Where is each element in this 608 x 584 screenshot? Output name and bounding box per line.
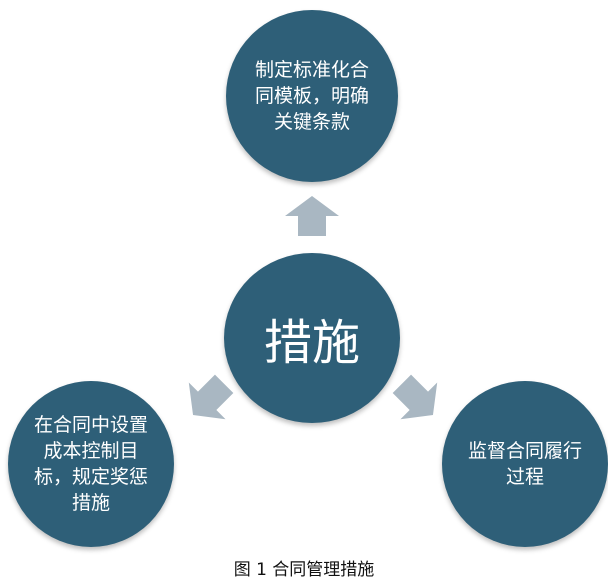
center-node-label: 措施: [263, 315, 360, 371]
arrow-down-left: [188, 374, 234, 420]
top-node: 制定标准化合同模板，明确关键条款: [226, 10, 398, 182]
figure-caption: 图 1 合同管理措施: [233, 560, 375, 580]
right-node: 监督合同履行过程: [442, 381, 608, 547]
arrow-down-right: [392, 374, 438, 420]
center-node: 措施: [224, 253, 400, 423]
left-node: 在合同中设置成本控制目标，规定奖惩措施: [8, 381, 174, 547]
right-node-label: 监督合同履行过程: [468, 440, 583, 488]
left-node-label: 在合同中设置成本控制目标，规定奖惩措施: [33, 414, 148, 514]
top-node-label: 制定标准化合同模板，明确关键条款: [254, 59, 369, 133]
arrow-up: [285, 196, 339, 236]
